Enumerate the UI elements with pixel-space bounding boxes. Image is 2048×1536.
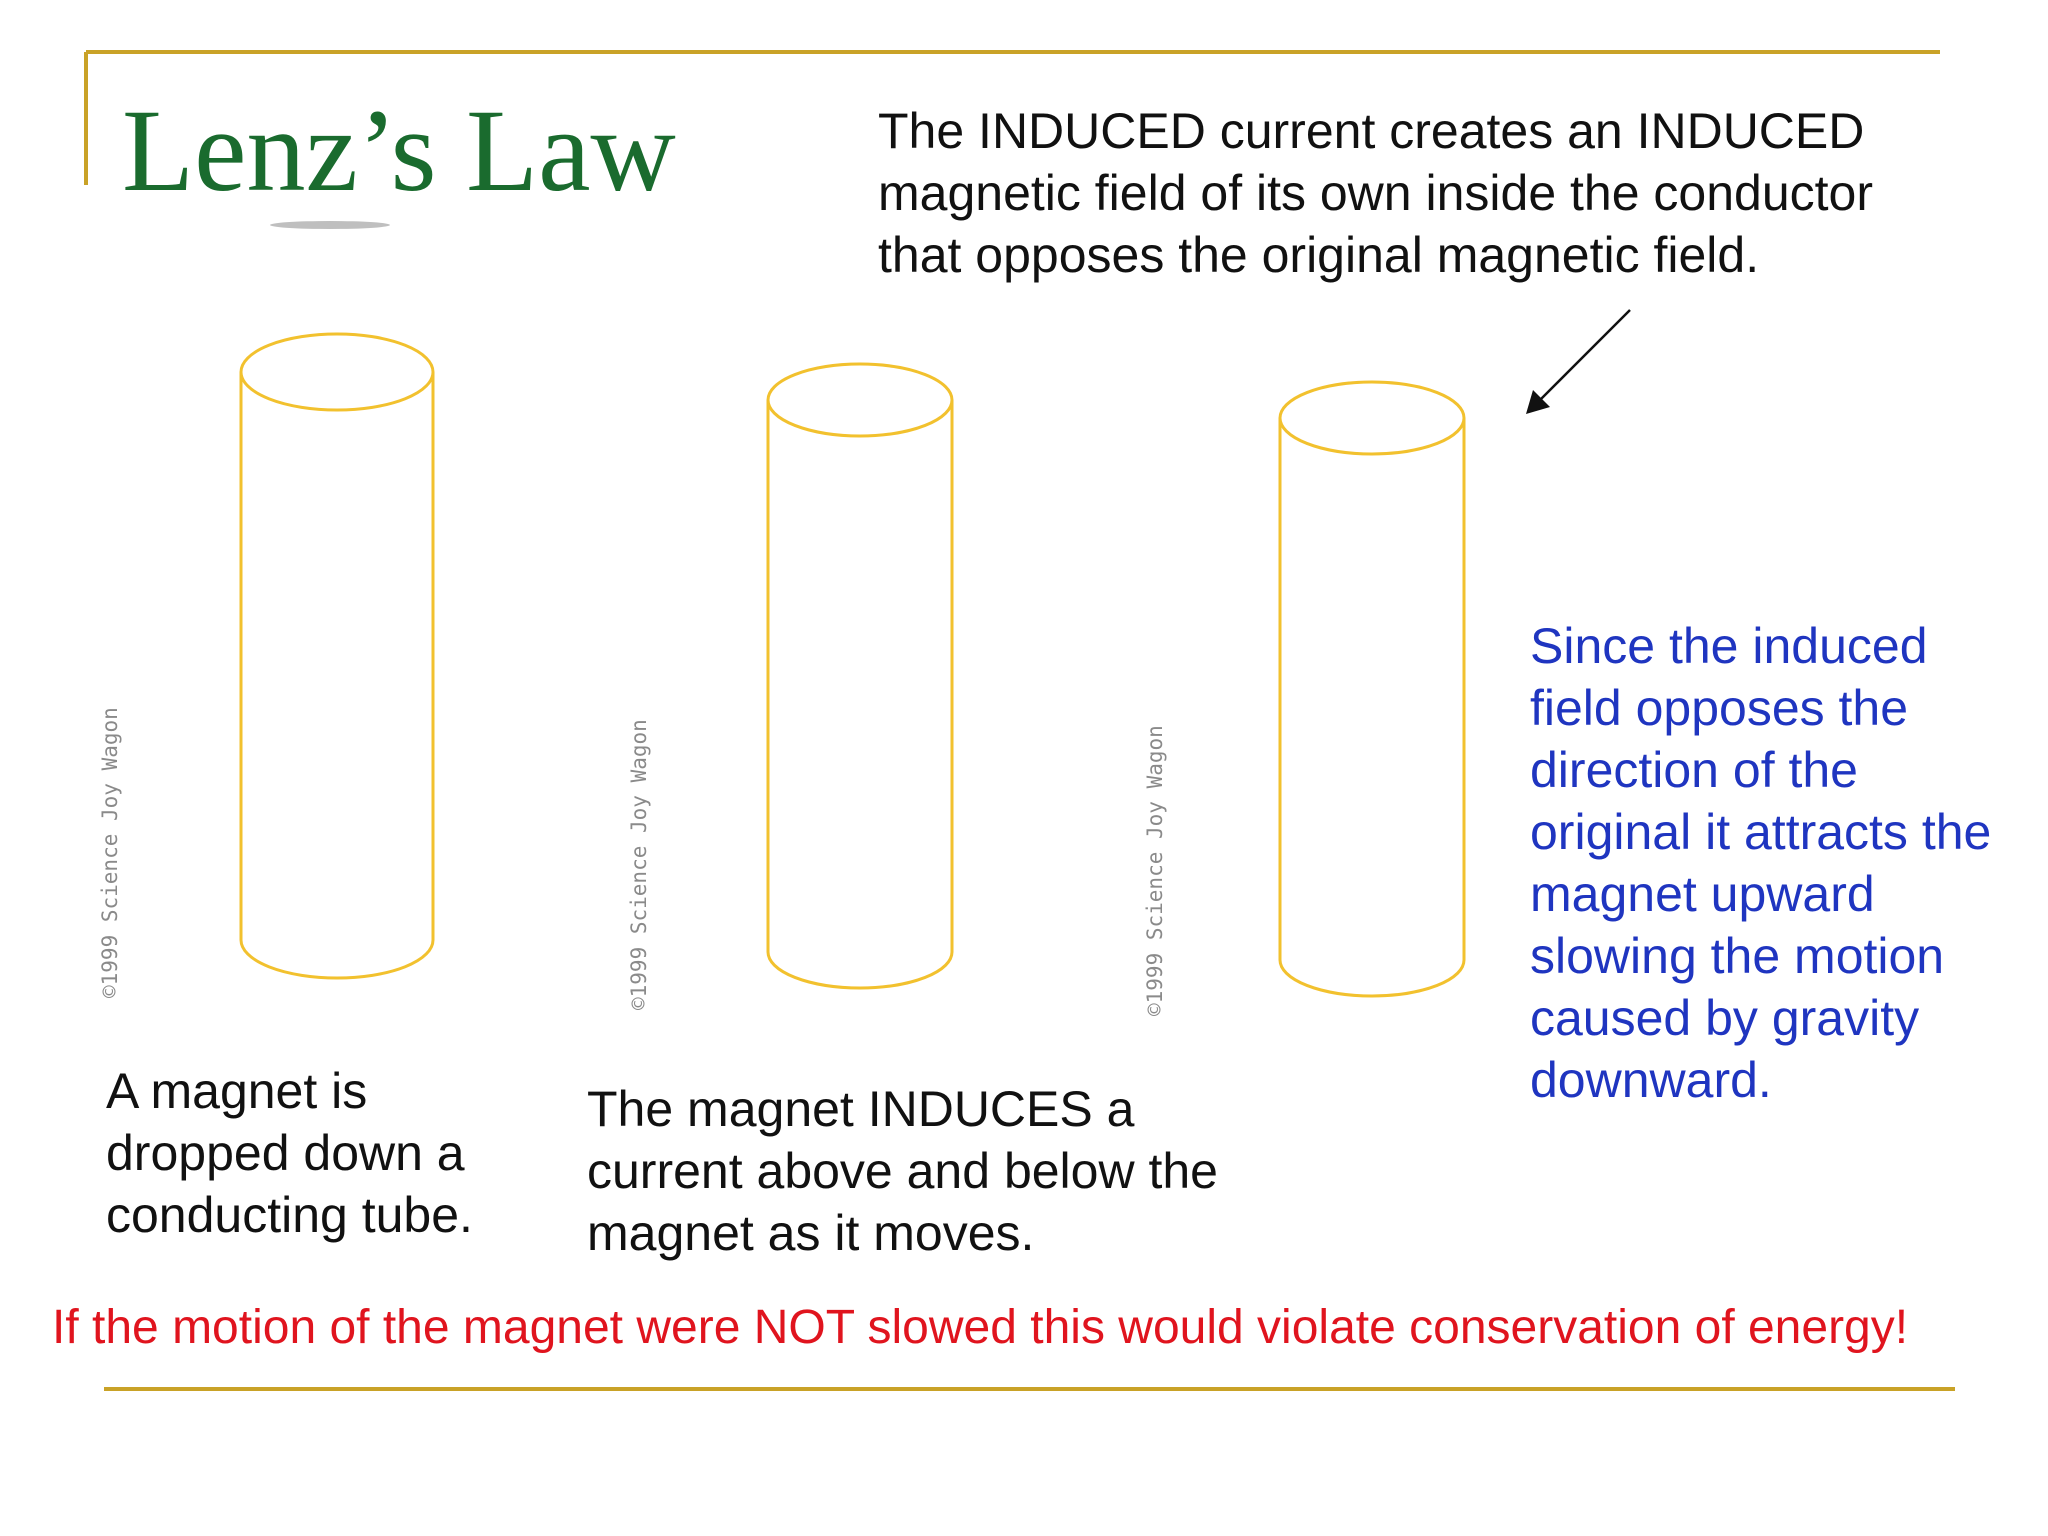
slide-title: Lenz’s Law [122, 85, 676, 216]
caption-line: A magnet is [106, 1063, 368, 1119]
induced-field-note-line: The INDUCED current creates an INDUCED [878, 103, 1865, 159]
induced-field-note: The INDUCED current creates an INDUCED m… [878, 100, 1873, 286]
image-credit-1: ©1999 Science Joy Wagon [98, 707, 122, 998]
pointer-arrow [1526, 309, 1631, 414]
caption-line: conducting tube. [106, 1187, 473, 1243]
image-credit-2: ©1999 Science Joy Wagon [627, 719, 651, 1010]
caption-line: dropped down a [106, 1125, 465, 1181]
conducting-tube-1 [239, 332, 435, 980]
induced-field-note-line: magnetic field of its own inside the con… [878, 165, 1873, 221]
caption-line: current above and below the [587, 1143, 1218, 1199]
explanation-line: caused by gravity [1530, 990, 1920, 1046]
conducting-tube-2 [766, 362, 954, 990]
explanation-line: magnet upward [1530, 866, 1875, 922]
image-credit-3: ©1999 Science Joy Wagon [1143, 725, 1167, 1016]
conducting-tube-3 [1278, 380, 1466, 998]
opposition-explanation: Since the induced field opposes the dire… [1530, 615, 1991, 1111]
explanation-line: direction of the [1530, 742, 1858, 798]
induced-field-note-line: that opposes the original magnetic field… [878, 227, 1760, 283]
caption-line: The magnet INDUCES a [587, 1081, 1135, 1137]
caption-line: magnet as it moves. [587, 1205, 1035, 1261]
explanation-line: original it attracts the [1530, 804, 1992, 860]
explanation-line: Since the induced [1530, 618, 1928, 674]
explanation-line: downward. [1530, 1052, 1772, 1108]
explanation-line: slowing the motion [1530, 928, 1945, 984]
energy-conservation-note: If the motion of the magnet were NOT slo… [52, 1301, 1909, 1354]
caption-magnet-dropped: A magnet is dropped down a conducting tu… [106, 1060, 473, 1246]
caption-magnet-induces: The magnet INDUCES a current above and b… [587, 1078, 1218, 1264]
title-underline [270, 221, 390, 229]
explanation-line: field opposes the [1530, 680, 1909, 736]
